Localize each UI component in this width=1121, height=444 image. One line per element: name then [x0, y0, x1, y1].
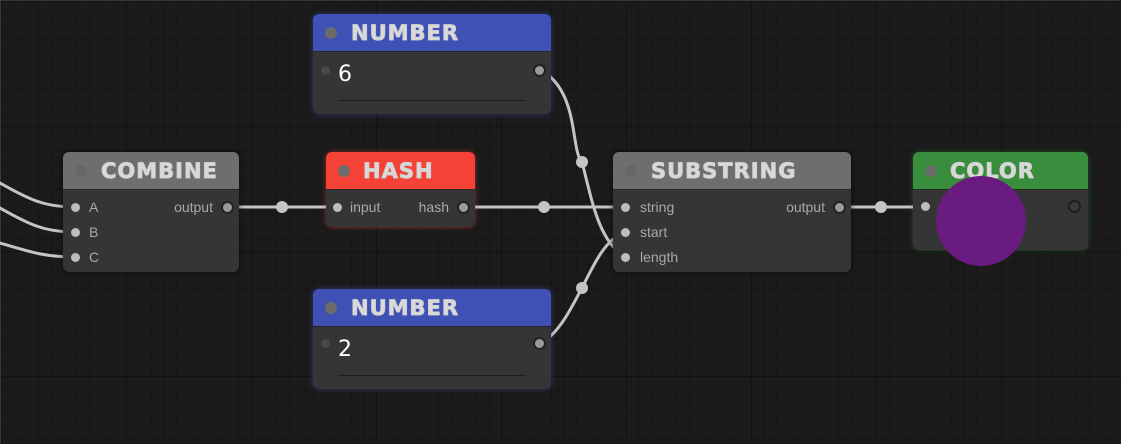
input-label-a: A — [89, 199, 99, 215]
input-label-b: B — [89, 224, 99, 240]
node-header[interactable]: COMBINE — [63, 152, 239, 190]
node-status-dot — [325, 302, 337, 314]
input-port[interactable] — [333, 202, 342, 212]
color-node[interactable]: COLOR — [913, 152, 1088, 266]
output-row[interactable]: hash — [419, 198, 470, 216]
number-input-underline — [338, 375, 526, 376]
output-port[interactable] — [833, 200, 846, 214]
input-port[interactable] — [321, 339, 330, 348]
input-row-length[interactable]: length — [621, 248, 678, 266]
input-row-c[interactable]: C — [71, 248, 99, 266]
node-status-dot — [925, 165, 937, 177]
input-row-start[interactable]: start — [621, 223, 667, 241]
node-status-dot — [325, 27, 337, 39]
output-row[interactable]: output — [174, 198, 234, 216]
number-node-top[interactable]: NUMBER 6 — [313, 14, 551, 114]
input-label-string: string — [640, 199, 675, 215]
node-status-dot — [338, 165, 350, 177]
input-label: input — [350, 199, 381, 215]
hash-node[interactable]: HASH input hash — [326, 152, 475, 227]
node-status-dot — [75, 165, 87, 177]
input-port-b[interactable] — [71, 227, 80, 237]
input-label-c: C — [89, 249, 100, 265]
input-port-start[interactable] — [621, 227, 630, 237]
input-port-length[interactable] — [621, 252, 630, 262]
number-value[interactable]: 6 — [338, 62, 352, 87]
node-title: COMBINE — [101, 158, 218, 183]
output-port[interactable] — [221, 200, 234, 214]
output-port[interactable] — [457, 200, 470, 214]
input-label-start: start — [640, 224, 668, 240]
number-value[interactable]: 2 — [338, 337, 352, 362]
color-swatch-preview — [936, 176, 1026, 266]
output-label: output — [174, 199, 213, 215]
combine-node[interactable]: COMBINE A B C output — [63, 152, 239, 272]
input-row-a[interactable]: A — [71, 198, 98, 216]
node-title: SUBSTRING — [651, 158, 797, 183]
node-header[interactable]: HASH — [326, 152, 475, 190]
input-port-a[interactable] — [71, 202, 80, 212]
node-title: HASH — [363, 158, 434, 183]
number-input-underline — [338, 100, 526, 101]
substring-node[interactable]: SUBSTRING string start length output — [613, 152, 851, 272]
node-title: NUMBER — [351, 295, 460, 320]
node-title: NUMBER — [351, 20, 460, 45]
input-port[interactable] — [321, 66, 330, 75]
input-port[interactable] — [921, 202, 930, 211]
output-port[interactable] — [1068, 200, 1081, 213]
input-port-string[interactable] — [621, 202, 630, 212]
node-header[interactable]: SUBSTRING — [613, 152, 851, 190]
input-port-c[interactable] — [71, 252, 80, 262]
number-node-bottom[interactable]: NUMBER 2 — [313, 289, 551, 389]
output-label: output — [786, 199, 825, 215]
node-header[interactable]: NUMBER — [313, 289, 551, 327]
input-row-b[interactable]: B — [71, 223, 98, 241]
input-row-string[interactable]: string — [621, 198, 674, 216]
output-port[interactable] — [533, 64, 546, 77]
input-label-length: length — [640, 249, 679, 265]
output-port[interactable] — [533, 337, 546, 350]
output-row[interactable]: output — [786, 198, 846, 216]
node-status-dot — [625, 165, 637, 177]
node-header[interactable]: NUMBER — [313, 14, 551, 52]
output-label: hash — [418, 199, 449, 215]
input-row[interactable]: input — [333, 198, 380, 216]
